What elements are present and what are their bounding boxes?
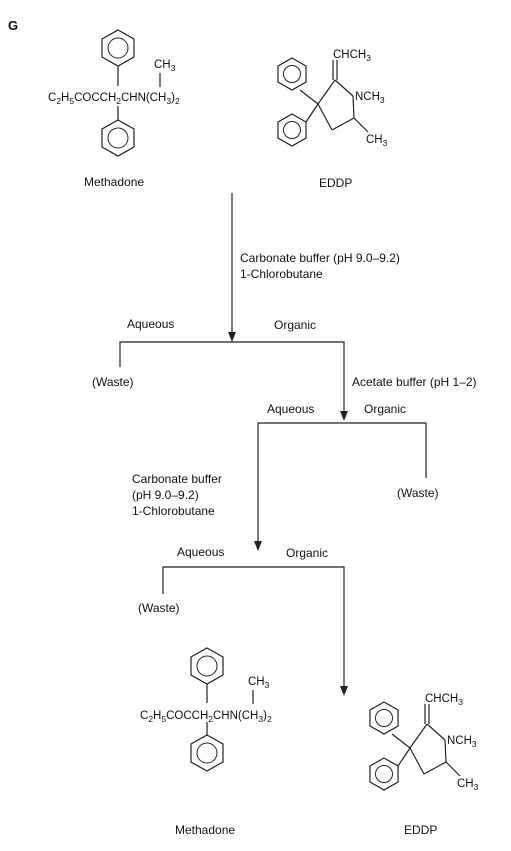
arrowhead-2 <box>340 411 348 421</box>
phase-split-1 <box>119 341 345 413</box>
eddp-structure-top: CHCH3 NCH3 CH3 EDDP <box>277 49 388 190</box>
eddp-structure-bottom: CHCH3 NCH3 CH3 EDDP <box>369 693 479 837</box>
reagent-step3-line3: 1-Chlorobutane <box>132 504 215 518</box>
waste-label: (Waste) <box>138 601 180 615</box>
compound-name-methadone: Methadone <box>175 823 235 837</box>
phenyl-ring-lower <box>277 113 307 147</box>
phenyl-ring-top-lower <box>101 119 135 157</box>
ethylidene-label: CHCH3 <box>333 49 371 63</box>
ethylidene-label: CHCH3 <box>425 693 463 707</box>
n-methyl-label: NCH3 <box>355 91 385 105</box>
methyl-label: CH3 <box>457 778 479 792</box>
phenyl-ring-upper <box>277 57 307 91</box>
reagent-step3-line1: Carbonate buffer <box>132 472 222 486</box>
arrowhead-1 <box>228 332 236 342</box>
phenyl-ring-upper <box>369 701 399 735</box>
phase-split-3 <box>162 566 345 688</box>
waste-label: (Waste) <box>397 486 439 500</box>
reagent-step1-line1: Carbonate buffer (pH 9.0–9.2) <box>240 251 400 265</box>
methadone-formula: C2H5COCCH2CHN(CH3)2 <box>140 710 272 724</box>
methyl-label: CH3 <box>154 59 176 73</box>
phase-label-organic: Organic <box>286 546 328 560</box>
phase-label-aqueous: Aqueous <box>177 545 224 559</box>
reagent-step2: Acetate buffer (pH 1–2) <box>352 375 477 389</box>
waste-label: (Waste) <box>92 375 134 389</box>
phase-label-aqueous: Aqueous <box>267 402 314 416</box>
compound-name-eddp: EDDP <box>404 823 437 837</box>
methadone-structure-bottom: CH3 C2H5COCCH2CHN(CH3)2 Methadone <box>140 647 272 837</box>
phase-split-2 <box>257 422 427 543</box>
methadone-structure-top: CH3 C2H5COCCH2CHN(CH3)2 Methadone <box>48 29 180 189</box>
reagent-step3-line2: (pH 9.0–9.2) <box>132 488 199 502</box>
phase-label-organic: Organic <box>364 402 406 416</box>
compound-name-methadone: Methadone <box>84 175 144 189</box>
arrowhead-4 <box>340 686 348 696</box>
reagent-step1-line2: 1-Chlorobutane <box>240 267 323 281</box>
methyl-label: CH3 <box>366 134 388 148</box>
phenyl-ring-lower <box>369 757 399 791</box>
phenyl-ring-top-upper <box>101 29 135 67</box>
phase-label-aqueous: Aqueous <box>127 317 174 331</box>
arrowhead-3 <box>254 541 262 551</box>
panel-label: G <box>8 18 18 33</box>
n-methyl-label: NCH3 <box>447 735 477 749</box>
methadone-formula: C2H5COCCH2CHN(CH3)2 <box>48 92 180 106</box>
methyl-label: CH3 <box>248 676 270 690</box>
phenyl-ring-bottom-lower <box>190 734 224 772</box>
compound-name-eddp: EDDP <box>319 176 352 190</box>
phenyl-ring-bottom-upper <box>190 647 224 685</box>
phase-label-organic: Organic <box>274 318 316 332</box>
